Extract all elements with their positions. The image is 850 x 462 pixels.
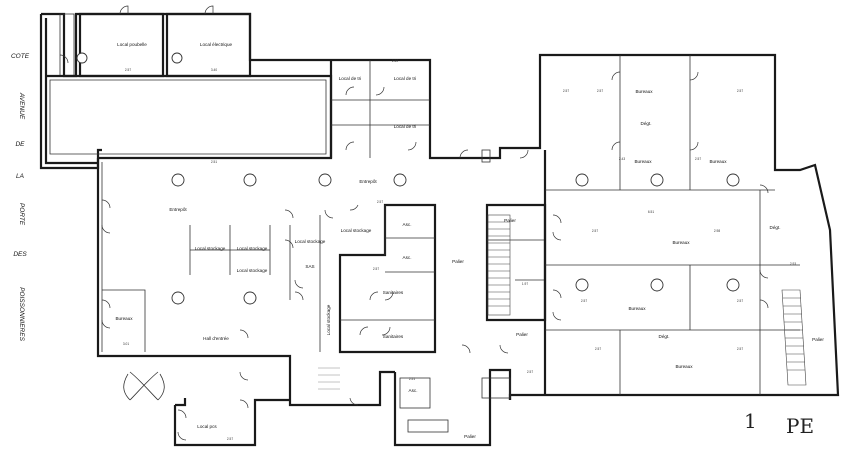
- room-label-entrepot: Entrepôt: [169, 207, 187, 212]
- room-label-bureaux: Bureaux: [709, 159, 727, 164]
- room-label-local-tri: Local de tri: [394, 76, 416, 81]
- room-label-bureaux: Bureaux: [634, 159, 652, 164]
- street-word: DES: [13, 251, 27, 258]
- dimension-note: 2.98: [714, 229, 720, 233]
- street-word: LA: [16, 173, 24, 180]
- dimension-note: 2.57: [695, 157, 701, 161]
- street-word: DE: [15, 141, 25, 148]
- room-label-palier: Palier: [464, 434, 476, 439]
- dimension-note: 2.57: [595, 347, 601, 351]
- room-label-local-stockage: Local stockage: [341, 228, 372, 233]
- street-word: COTE: [11, 53, 30, 60]
- room-label-bureaux: Bureaux: [115, 316, 133, 321]
- street-word: PORTE: [18, 203, 25, 226]
- dimension-note: 3.40: [211, 68, 217, 72]
- room-label-palier: Palier: [504, 218, 516, 223]
- dimension-note: 2.57: [227, 437, 233, 441]
- room-label-local-stockage: Local stockage: [295, 239, 326, 244]
- dimension-note: 2.57: [377, 200, 383, 204]
- dimension-note: 6.51: [648, 210, 654, 214]
- structural-columns: [76, 52, 740, 305]
- dimension-notes: 2.57 3.40 2.51 2.50 2.57 6.51 2.57 2.57 …: [123, 59, 796, 441]
- room-label-sanitaires: Sanitaires: [383, 290, 404, 295]
- room-label-palier: Palier: [812, 337, 824, 342]
- room-label-local-stockage: Local stockage: [237, 246, 268, 251]
- room-label-bureaux: Bureaux: [675, 364, 693, 369]
- room-label-asc: Asc.: [403, 255, 412, 260]
- room-label-local-stockage: Local stockage: [326, 304, 331, 335]
- room-label-palier: Palier: [516, 332, 528, 337]
- dimension-note: 2.57: [737, 347, 743, 351]
- revolving-door-symbol: [123, 371, 165, 401]
- room-label-local-stockage: Local stockage: [237, 268, 268, 273]
- street-word: AVENUE: [18, 92, 25, 120]
- dimension-note: 2.57: [527, 370, 533, 374]
- interior-walls: [102, 55, 800, 433]
- dimension-note: 2.50: [392, 59, 398, 63]
- dimension-note: 2.57: [373, 267, 379, 271]
- handwritten-number: 1: [744, 409, 757, 433]
- room-label-palier: Palier: [452, 259, 464, 264]
- room-label-bureaux: Bureaux: [672, 240, 690, 245]
- room-label-degt: Dégt.: [770, 225, 781, 230]
- room-label-local-stockage: Local stockage: [195, 246, 226, 251]
- room-labels: Local poubelle Local électrique Local de…: [115, 42, 824, 439]
- dimension-note: 2.57: [737, 299, 743, 303]
- stair-right: [781, 289, 807, 386]
- dimension-note: 2.51: [211, 160, 217, 164]
- dimension-note: 2.57: [581, 299, 587, 303]
- dimension-note: 2.57: [737, 89, 743, 93]
- dimension-note: 1.97: [522, 282, 528, 286]
- street-word: POISSONNIERES: [18, 287, 25, 341]
- room-label-local-tri: Local de tri: [394, 124, 416, 129]
- stair-central: [487, 214, 511, 316]
- stair-lower-left: [318, 367, 340, 390]
- handwritten-annotation: 1 PE: [744, 409, 814, 438]
- room-label-sanitaires: Sanitaires: [383, 334, 404, 339]
- room-label-asc: Asc.: [409, 388, 418, 393]
- dimension-note: 2.43: [619, 157, 625, 161]
- room-label-bureaux: Bureaux: [628, 306, 646, 311]
- dimension-note: 2.51: [409, 377, 415, 381]
- handwritten-level: PE: [786, 414, 814, 438]
- room-label-entrepot: Entrepôt: [359, 179, 377, 184]
- dimension-note: 2.93: [790, 262, 796, 266]
- dimension-note: 3.01: [123, 342, 129, 346]
- room-label-degt: Dégt.: [659, 334, 670, 339]
- dimension-note: 2.57: [592, 229, 598, 233]
- room-label-sas: SAS: [305, 264, 314, 269]
- room-label-degt: Dégt.: [641, 121, 652, 126]
- room-label-local-tri: Local de tri: [339, 76, 361, 81]
- stairs: [318, 214, 807, 390]
- door-swings: [59, 5, 769, 441]
- dimension-note: 2.57: [563, 89, 569, 93]
- room-label-local-poubelle: Local poubelle: [117, 42, 147, 47]
- room-label-hall-entree: Hall d'entrée: [203, 336, 229, 341]
- room-label-asc: Asc.: [403, 222, 412, 227]
- outer-walls: [39, 12, 840, 447]
- room-label-local-electrique: Local électrique: [200, 42, 233, 47]
- room-label-local-pcs: Local pcs: [197, 424, 217, 429]
- dimension-note: 2.57: [125, 68, 131, 72]
- dimension-note: 2.57: [597, 89, 603, 93]
- street-label: COTE AVENUE DE LA PORTE DES POISSONNIERE…: [11, 53, 30, 342]
- room-label-bureaux: Bureaux: [635, 89, 653, 94]
